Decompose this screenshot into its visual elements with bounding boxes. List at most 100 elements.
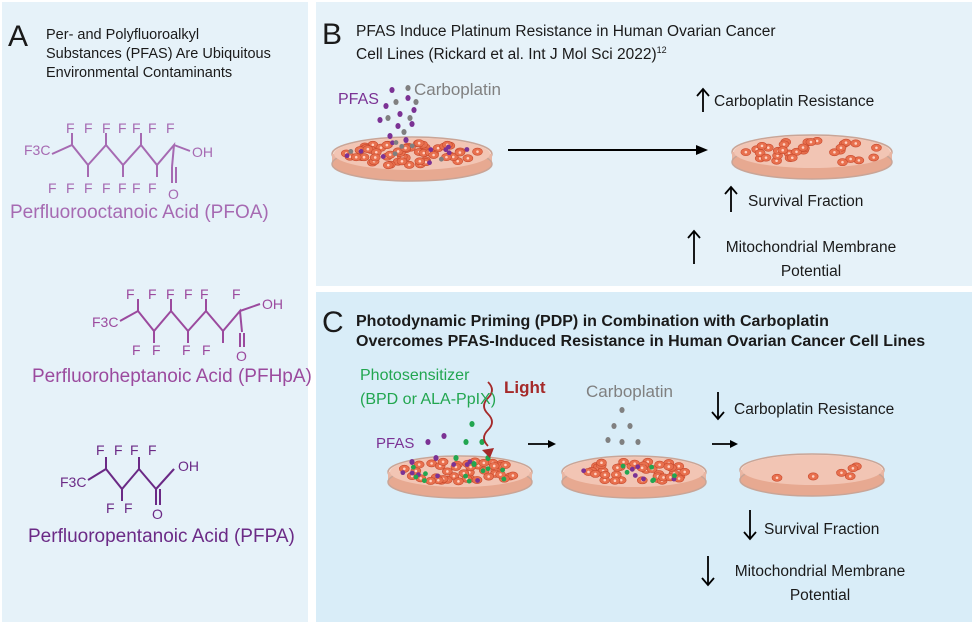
cell-nucleus <box>633 462 636 465</box>
cell-nucleus <box>613 479 617 483</box>
molecule-dot <box>446 150 452 156</box>
atom-label: O <box>152 506 163 522</box>
cell-nucleus <box>452 474 456 478</box>
cell-nucleus <box>362 155 366 159</box>
pfpa-f3c-label: F3C <box>60 474 87 490</box>
cell-nucleus <box>374 150 378 154</box>
cell-nucleus <box>373 156 377 159</box>
atom-label: F <box>102 180 111 196</box>
atom-label: F <box>132 342 141 358</box>
panel-a-title-line3: Environmental Contaminants <box>46 65 233 81</box>
droplet <box>385 115 391 121</box>
molecule-dot <box>410 464 416 470</box>
cell-nucleus <box>776 154 779 157</box>
cell-nucleus <box>454 465 458 469</box>
panel-letter-b: B <box>322 18 343 51</box>
molecule-dot <box>500 467 506 473</box>
cell-nucleus <box>587 470 590 474</box>
cell-nucleus <box>677 464 681 468</box>
molecule-dot <box>650 478 656 484</box>
cell-nucleus <box>662 476 665 479</box>
atom-label: F <box>166 120 175 136</box>
label-photosensitizer: Photosensitizer (BPD or ALA-PpIX) <box>360 364 496 412</box>
atom-label: F <box>118 180 127 196</box>
molecule-dot <box>649 464 655 470</box>
cell-nucleus <box>848 474 852 478</box>
molecule-dot <box>393 140 399 145</box>
cell-nucleus <box>437 478 440 482</box>
droplet <box>411 107 417 113</box>
molecule-dot <box>409 470 415 476</box>
cell-nucleus <box>400 160 404 163</box>
droplet <box>635 439 641 445</box>
molecule-dot <box>451 462 457 467</box>
cell-nucleus <box>466 156 470 160</box>
pfoa-name: Perfluorooctanoic Acid (PFOA) <box>10 202 269 223</box>
cell-nucleus <box>851 466 855 470</box>
pfpa-name: Perfluoropentanoic Acid (PFPA) <box>28 526 295 547</box>
pfhpa-name: Perfluoroheptanoic Acid (PFHpA) <box>32 366 312 387</box>
atom-label: F <box>132 180 141 196</box>
molecule-dot <box>672 473 677 479</box>
cell-nucleus <box>404 146 407 150</box>
droplet <box>627 423 633 429</box>
panel-b-graphics <box>331 85 893 264</box>
cell-nucleus <box>667 465 671 468</box>
droplet <box>463 439 469 445</box>
cell-nucleus <box>469 465 472 469</box>
droplet <box>407 115 413 121</box>
molecule-dot <box>413 474 419 480</box>
cell-nucleus <box>857 159 861 162</box>
cell-nucleus <box>872 156 875 159</box>
cell-nucleus <box>782 143 786 146</box>
dish-pfas-photosensitizer <box>387 421 533 499</box>
atom-label: F <box>66 120 75 136</box>
cell-nucleus <box>388 153 392 156</box>
cell-nucleus <box>414 469 418 473</box>
photosensitizer-line1: Photosensitizer <box>360 367 470 384</box>
atom-label: F <box>102 120 111 136</box>
cell-nucleus <box>477 464 480 467</box>
droplet <box>619 439 625 445</box>
atom-label: F <box>148 120 157 136</box>
cell-nucleus <box>622 460 625 464</box>
cell-nucleus <box>815 139 819 143</box>
panel-b-title-ref: 12 <box>656 45 667 55</box>
cell-nucleus <box>833 150 836 154</box>
dish-with-pfas-carboplatin <box>331 85 493 182</box>
molecule-dot <box>581 468 587 474</box>
cell-nucleus <box>764 156 768 159</box>
droplet <box>403 137 409 143</box>
panel-b-title-line1: PFAS Induce Platinum Resistance in Human… <box>356 23 776 40</box>
molecule-dot <box>466 478 472 484</box>
molecule-dot <box>485 466 491 472</box>
cell-nucleus <box>371 143 375 147</box>
droplet <box>611 423 617 429</box>
cell-nucleus <box>458 151 462 154</box>
atom-label: F <box>48 180 57 196</box>
cell-nucleus <box>758 151 762 155</box>
cell-nucleus <box>417 463 421 466</box>
down-arrows <box>701 392 757 587</box>
cell-nucleus <box>456 159 460 163</box>
label-light: Light <box>504 378 546 397</box>
cell-nucleus <box>446 470 449 473</box>
molecule-dot <box>409 143 415 149</box>
cell-nucleus <box>775 476 779 480</box>
molecule-dot <box>480 468 486 474</box>
cell-nucleus <box>499 473 502 476</box>
atom-label: F <box>200 286 209 302</box>
panel-c-title-line2: Overcomes PFAS-Induced Resistance in Hum… <box>356 333 926 350</box>
molecule-dot <box>632 473 638 478</box>
cell-nucleus <box>432 153 435 157</box>
cell-nucleus <box>809 140 813 144</box>
dish-reduced-cells <box>739 453 885 497</box>
cell-nucleus <box>504 463 507 467</box>
effect-carboplatin-resistance: Carboplatin Resistance <box>714 93 875 110</box>
droplet <box>409 121 415 127</box>
atom-label: F <box>130 442 139 458</box>
label-carboplatin: Carboplatin <box>414 80 501 99</box>
droplet <box>479 439 485 445</box>
cell-nucleus <box>403 467 406 471</box>
pfpa-structure <box>87 457 175 505</box>
